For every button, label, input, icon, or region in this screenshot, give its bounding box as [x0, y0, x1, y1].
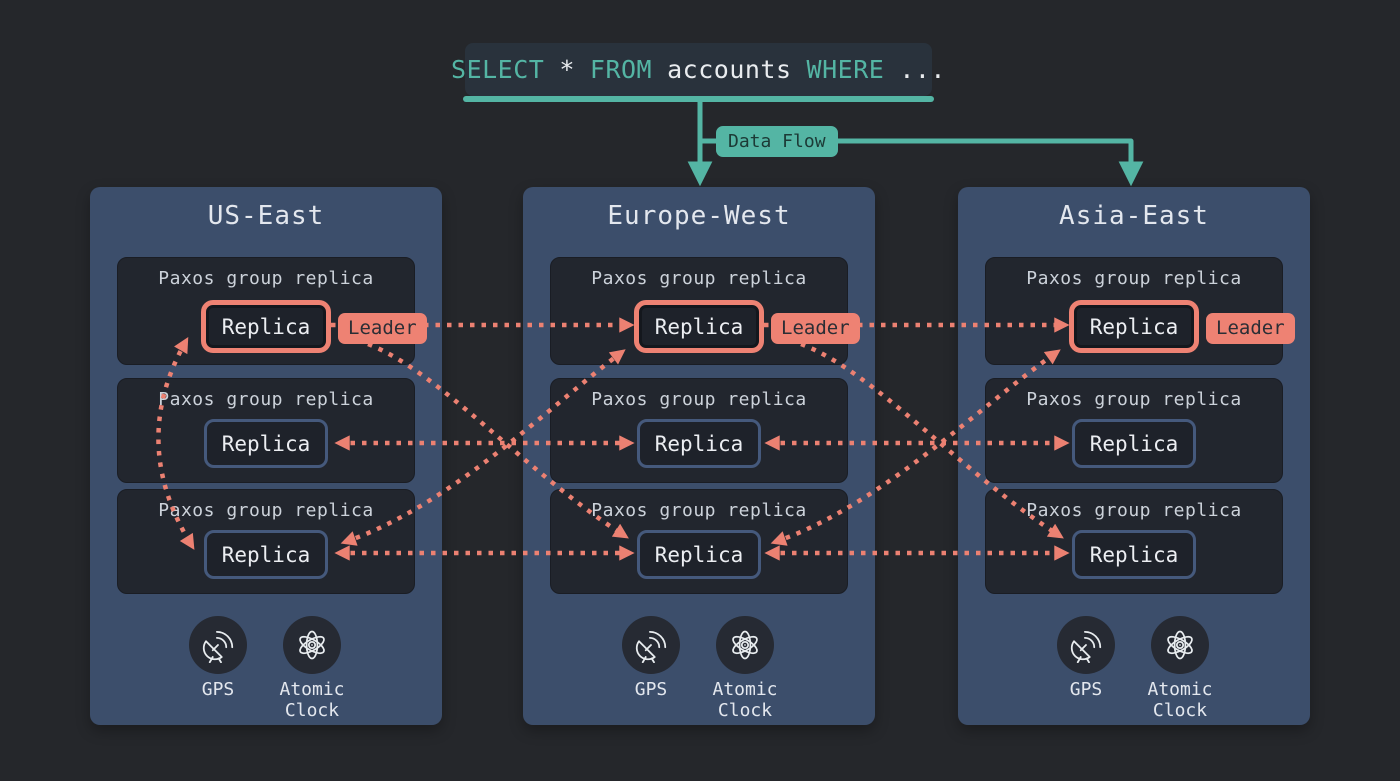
data-flow-badge: Data Flow — [716, 126, 838, 157]
sql-query-text: SELECT * FROM accounts WHERE ... — [451, 55, 946, 84]
replica-label: Replica — [654, 542, 744, 567]
atom-icon — [716, 616, 774, 674]
replica-label: Replica — [221, 542, 311, 567]
region-title: US-East — [207, 201, 325, 231]
gps-clock-source: GPS — [1044, 616, 1128, 700]
gps-icon — [1057, 616, 1115, 674]
gps-label: GPS — [1069, 679, 1103, 700]
paxos-group-box: Paxos group replica Replica — [117, 489, 415, 594]
paxos-group-label: Paxos group replica — [158, 268, 374, 289]
atomic-clock-source: Atomic Clock — [270, 616, 354, 721]
paxos-group-label: Paxos group replica — [1026, 268, 1242, 289]
replica-node-leader: Replica — [1069, 300, 1199, 353]
paxos-group-box: Paxos group replica Replica — [985, 378, 1283, 483]
atomic-clock-label: Atomic Clock — [279, 679, 345, 721]
gps-icon — [622, 616, 680, 674]
leader-badge: Leader — [338, 313, 427, 344]
atomic-clock-label: Atomic Clock — [712, 679, 778, 721]
gps-clock-source: GPS — [176, 616, 260, 700]
paxos-group-label: Paxos group replica — [158, 500, 374, 521]
sql-table-name: accounts — [667, 55, 792, 84]
region-asia-east: Asia-East Paxos group replica Replica Le… — [958, 187, 1310, 725]
replica-label: Replica — [1089, 542, 1179, 567]
paxos-group-box: Paxos group replica Replica — [117, 378, 415, 483]
replica-node: Replica — [204, 419, 328, 468]
replica-label: Replica — [221, 314, 311, 339]
paxos-group-label: Paxos group replica — [591, 500, 807, 521]
replica-node: Replica — [204, 530, 328, 579]
replica-label: Replica — [221, 431, 311, 456]
sql-ellipsis: ... — [899, 55, 946, 84]
atomic-clock-label: Atomic Clock — [1147, 679, 1213, 721]
gps-clock-source: GPS — [609, 616, 693, 700]
paxos-group-label: Paxos group replica — [158, 389, 374, 410]
paxos-group-box: Paxos group replica Replica — [985, 489, 1283, 594]
leader-badge: Leader — [771, 313, 860, 344]
leader-badge: Leader — [1206, 313, 1295, 344]
sql-star: * — [559, 55, 575, 84]
replica-node: Replica — [637, 419, 761, 468]
sql-keyword: FROM — [589, 55, 653, 84]
paxos-group-box: Paxos group replica Replica Leader — [550, 257, 860, 365]
replica-node: Replica — [1072, 419, 1196, 468]
region-europe-west: Europe-West Paxos group replica Replica … — [523, 187, 875, 725]
paxos-group-box: Paxos group replica Replica Leader — [985, 257, 1295, 365]
replica-node: Replica — [637, 530, 761, 579]
paxos-group-label: Paxos group replica — [591, 268, 807, 289]
sql-keyword: WHERE — [806, 55, 885, 84]
paxos-group-box: Paxos group replica Replica Leader — [117, 257, 427, 365]
region-us-east: US-East Paxos group replica Replica Lead… — [90, 187, 442, 725]
replica-label: Replica — [654, 431, 744, 456]
atomic-clock-source: Atomic Clock — [703, 616, 787, 721]
region-title: Asia-East — [1059, 201, 1209, 231]
paxos-group-box: Paxos group replica Replica — [550, 489, 848, 594]
gps-label: GPS — [201, 679, 235, 700]
sql-query-box: SELECT * FROM accounts WHERE ... — [451, 43, 945, 102]
replica-label: Replica — [654, 314, 744, 339]
paxos-group-label: Paxos group replica — [1026, 500, 1242, 521]
gps-label: GPS — [634, 679, 668, 700]
paxos-group-label: Paxos group replica — [591, 389, 807, 410]
replica-node: Replica — [1072, 530, 1196, 579]
replica-node-leader: Replica — [201, 300, 331, 353]
atomic-clock-source: Atomic Clock — [1138, 616, 1222, 721]
paxos-group-label: Paxos group replica — [1026, 389, 1242, 410]
sql-keyword: SELECT — [451, 55, 545, 84]
replica-node-leader: Replica — [634, 300, 764, 353]
paxos-group-box: Paxos group replica Replica — [550, 378, 848, 483]
sql-box-underline — [463, 96, 934, 102]
region-title: Europe-West — [607, 201, 791, 231]
atom-icon — [283, 616, 341, 674]
replica-label: Replica — [1089, 314, 1179, 339]
gps-icon — [189, 616, 247, 674]
replica-label: Replica — [1089, 431, 1179, 456]
atom-icon — [1151, 616, 1209, 674]
